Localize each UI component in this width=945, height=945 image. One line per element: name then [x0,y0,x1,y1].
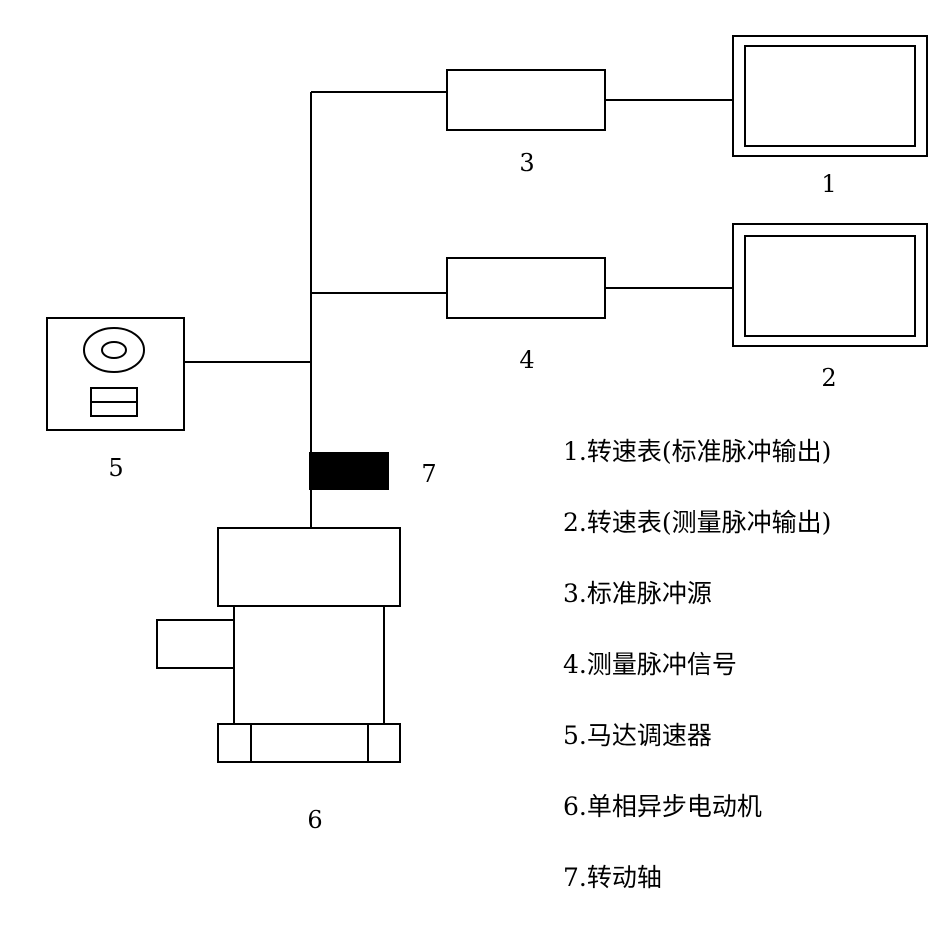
legend-item-2: 2.转速表(测量脉冲输出) [563,508,832,537]
legend-item-5: 5.马达调速器 [563,721,712,750]
label-measure-pulse-signal: 4 [519,346,535,374]
label-motor-controller: 5 [108,454,124,482]
motor-side-terminal [156,619,235,669]
tachometer-2-outer [732,223,928,347]
label-tachometer-2: 2 [821,364,837,392]
label-rotating-shaft: 7 [421,460,437,488]
tachometer-1-outer [732,35,928,157]
motor-top-block [217,527,401,607]
controller-knob-inner [101,341,127,359]
motor-body [233,605,385,725]
measure-pulse-signal-box [446,257,606,319]
rotating-shaft-block [309,452,389,490]
label-standard-pulse-source: 3 [519,149,535,177]
tachometer-1-inner [744,45,916,147]
legend-item-6: 6.单相异步电动机 [563,792,762,821]
legend-item-1: 1.转速表(标准脉冲输出) [563,437,832,466]
motor-controller-box [46,317,185,431]
legend-item-4: 4.测量脉冲信号 [563,650,737,679]
label-motor: 6 [307,806,323,834]
standard-pulse-source-box [446,69,606,131]
tachometer-2-inner [744,235,916,337]
legend-item-7: 7.转动轴 [563,863,662,892]
controller-knob-outer [83,327,145,373]
legend-item-3: 3.标准脉冲源 [563,579,712,608]
label-tachometer-1: 1 [821,170,837,198]
motor-base [217,723,401,763]
